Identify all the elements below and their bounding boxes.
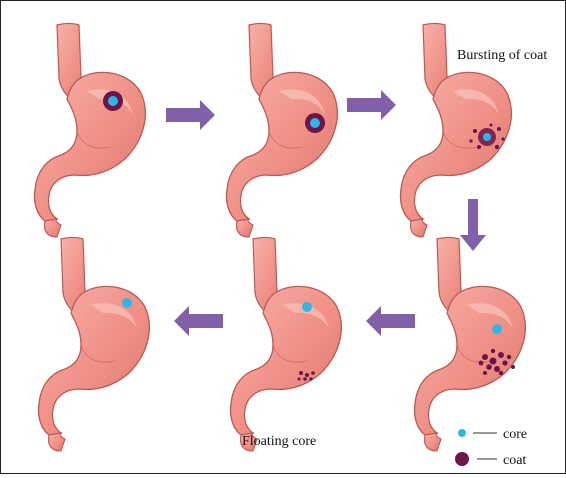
arrow-right-1-icon [166,100,215,130]
legend-core-icon [458,429,466,437]
arrow-right-2-icon [347,90,396,120]
core-icon [302,302,312,312]
arrow-left-1-icon [366,306,415,336]
floating-label: Floating core [242,434,316,449]
legend-coat-icon [455,452,469,466]
legend-core-label: core [503,427,527,442]
legend-coat-label: coat [503,453,526,468]
stomach-panel-1 [34,24,145,238]
stomach-panel-2 [226,24,337,238]
core-icon [492,324,502,334]
stomach-panel-4 [414,238,525,452]
arrow-down-icon [460,199,486,251]
arrow-left-2-icon [174,306,223,336]
core-icon [122,298,132,308]
stomach-panel-6 [38,238,149,452]
legend: core coat [455,427,527,468]
bursting-label: Bursting of coat [457,48,547,63]
stomach-panel-5 [230,238,341,452]
